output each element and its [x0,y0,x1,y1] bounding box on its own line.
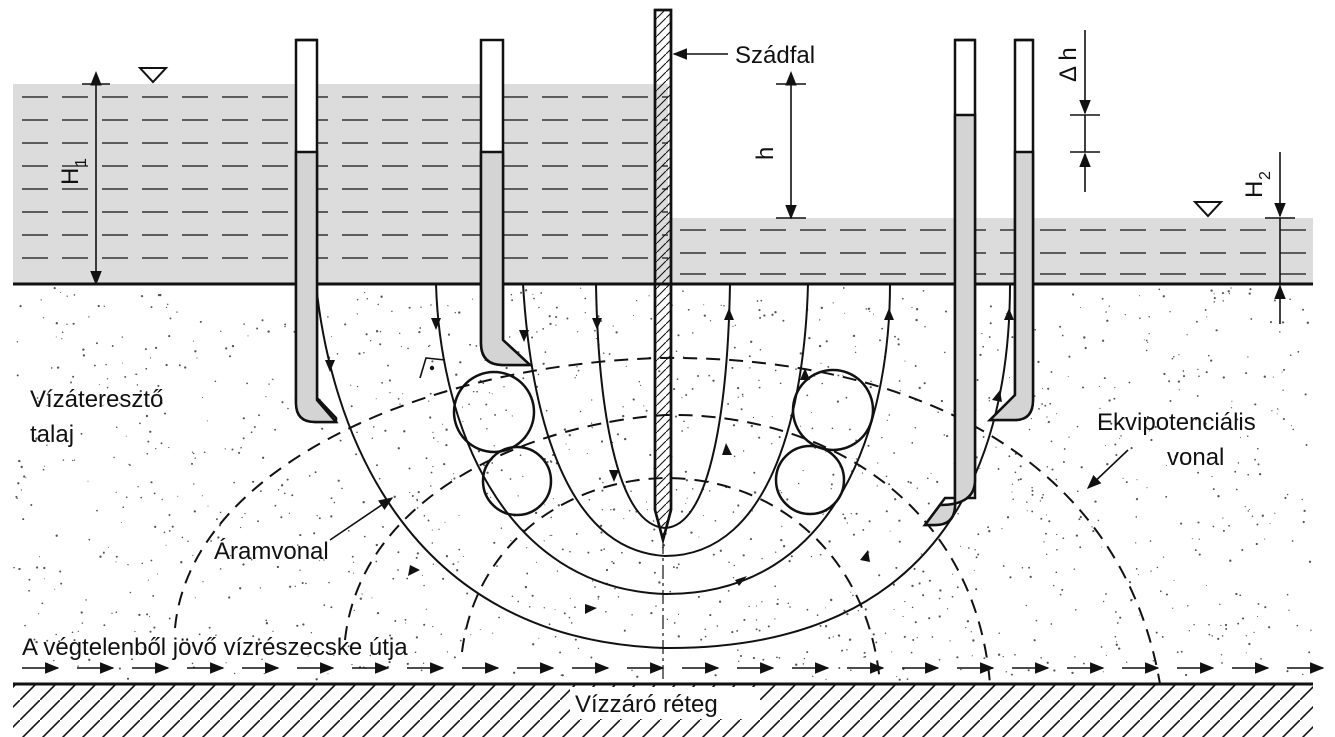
equipotential-label-line2: vonal [1167,444,1224,471]
upstream-water [13,84,668,284]
upstream-water-dashes [22,96,668,259]
piezometer-tube-3 [922,38,977,527]
water-level-triangle-icon [1192,201,1224,218]
flow-line-arrows [325,308,1014,614]
svg-text:1: 1 [73,158,90,167]
right-angle-icon [419,357,446,379]
equipotential-label-line1: Ekvipotenciális [1097,409,1256,436]
piezometer-tube-1 [294,38,339,424]
delta-h-dimension [1070,30,1100,192]
flow-line-leader [329,497,394,541]
h-label: h [752,147,779,160]
flow-net-circles [452,368,875,517]
svg-text:h: h [752,147,779,160]
impermeable-layer-label: Vízzáró réteg [575,691,718,718]
piezometer-tube-2 [479,38,534,367]
sheet-pile-wall [653,8,673,545]
svg-text:Δ h: Δ h [1055,47,1082,82]
permeable-soil-label-line2: talaj [30,421,74,448]
h1-label: H 1 [57,158,90,185]
sheet-pile-label: Szádfal [735,42,815,69]
h-dimension [776,71,806,220]
infinite-path-label: A végtelenből jövő vízrészecske útja [22,634,408,661]
svg-text:H: H [1241,181,1268,198]
svg-text:H: H [57,168,84,185]
impermeable-label-background [570,687,760,719]
h1-dimension [82,71,110,286]
svg-text:2: 2 [1257,171,1274,180]
h2-dimension [1265,152,1295,324]
water-level-triangle-icon [137,67,169,84]
downstream-water-dashes [680,229,1313,275]
equipotential-leader [1086,449,1129,489]
downstream-water [668,218,1313,284]
flow-line-label: Áramvonal [214,538,329,565]
piezometer-tube-4 [986,38,1035,422]
h2-label: H 2 [1241,171,1274,198]
delta-h-label: Δ h [1055,47,1082,82]
permeable-soil-label-line1: Vízáteresztő [30,386,163,413]
